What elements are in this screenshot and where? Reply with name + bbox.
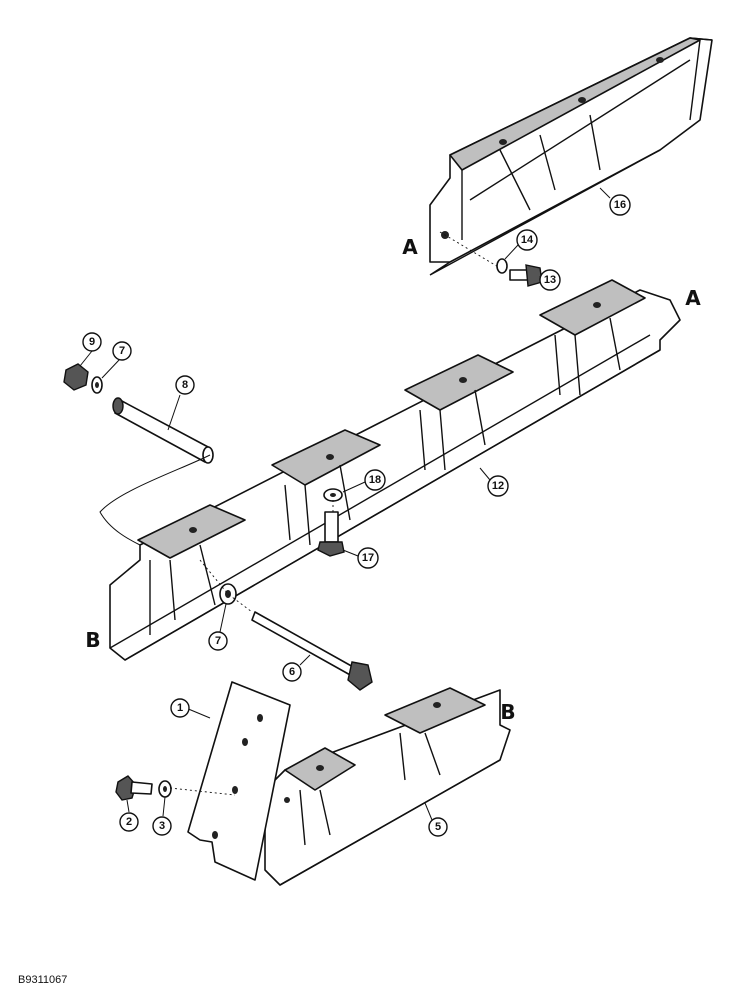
nut-9 (63, 363, 89, 391)
callout-12: 12 (487, 475, 509, 497)
svg-text:5: 5 (435, 821, 441, 833)
callout-5: 5 (428, 817, 448, 837)
callout-7-lower: 7 (208, 631, 228, 651)
callout-1: 1 (170, 698, 190, 718)
callout-17: 17 (357, 547, 379, 569)
bolt-2 (115, 775, 153, 801)
washer-3 (158, 780, 172, 798)
callout-3: 3 (152, 816, 172, 836)
svg-text:8: 8 (182, 379, 188, 391)
svg-text:18: 18 (369, 474, 381, 486)
tube-8 (112, 397, 214, 464)
svg-text:1: 1 (177, 702, 183, 714)
svg-text:17: 17 (362, 552, 374, 564)
splice-plate-1 (187, 681, 291, 881)
washer-18 (323, 488, 343, 502)
callout-6: 6 (282, 662, 302, 682)
washer-7-lower (219, 583, 237, 605)
svg-text:9: 9 (89, 336, 95, 348)
ref-letter-a-upper: A (402, 235, 418, 259)
ref-letter-a-right: A (685, 286, 701, 310)
svg-text:6: 6 (289, 666, 295, 678)
svg-text:14: 14 (521, 234, 534, 246)
washer-7-upper (91, 376, 103, 394)
washer-14 (496, 258, 508, 274)
rail-section-16 (429, 37, 713, 276)
rail-section-5 (264, 687, 511, 886)
svg-text:7: 7 (215, 635, 221, 647)
callout-13: 13 (539, 269, 561, 291)
svg-text:13: 13 (544, 274, 556, 286)
rail-section-12 (109, 279, 681, 661)
svg-text:7: 7 (119, 345, 125, 357)
callout-7-upper: 7 (112, 341, 132, 361)
figure-id-label: B9311067 (18, 974, 68, 986)
callout-2: 2 (119, 812, 139, 832)
svg-text:16: 16 (614, 199, 626, 211)
callout-14: 14 (516, 229, 538, 251)
ref-letter-b-right: B (500, 700, 515, 724)
callout-9: 9 (82, 332, 102, 352)
callout-8: 8 (175, 375, 195, 395)
callout-18: 18 (364, 469, 386, 491)
svg-text:12: 12 (492, 480, 504, 492)
svg-text:3: 3 (159, 820, 165, 832)
svg-text:2: 2 (126, 816, 132, 828)
bolt-17 (317, 511, 345, 557)
bolt-6 (251, 611, 373, 691)
ref-letter-b-left: B (85, 628, 100, 652)
bolt-13 (509, 264, 543, 287)
callout-16: 16 (609, 194, 631, 216)
